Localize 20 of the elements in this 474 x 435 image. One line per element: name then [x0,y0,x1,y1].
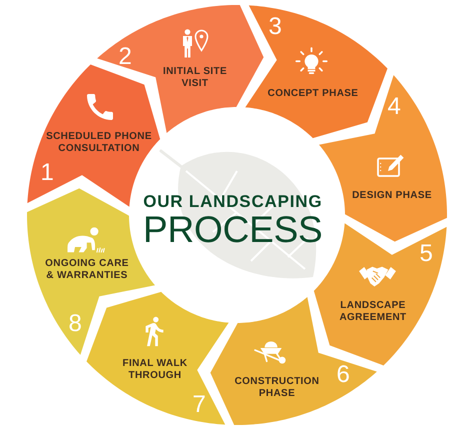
step-number: 5 [420,242,433,266]
step-label: FINAL WALK THROUGH [122,358,188,382]
step-label: CONSTRUCTION PHASE [234,376,320,400]
step-segment [97,5,264,134]
diagram-title: OUR LANDSCAPING PROCESS [143,192,323,248]
step-label: ONGOING CARE & WARRANTIES [44,258,130,282]
step-number: 2 [118,45,132,69]
step-number: 8 [68,312,82,336]
step-label: SCHEDULED PHONE CONSULTATION [46,130,152,156]
step-number: 6 [336,363,350,387]
step-label: INITIAL SITE VISIT [162,66,228,90]
step-number: 1 [40,161,54,185]
step-number: 3 [268,15,282,39]
step-segment [245,5,388,139]
step-segment [86,291,229,425]
step-label: DESIGN PHASE [352,190,432,202]
step-label: CONCEPT PHASE [267,88,359,100]
step-number: 4 [388,95,401,119]
step-number: 7 [192,393,206,417]
step-label: LANDSCAPE AGREEMENT [338,300,408,324]
